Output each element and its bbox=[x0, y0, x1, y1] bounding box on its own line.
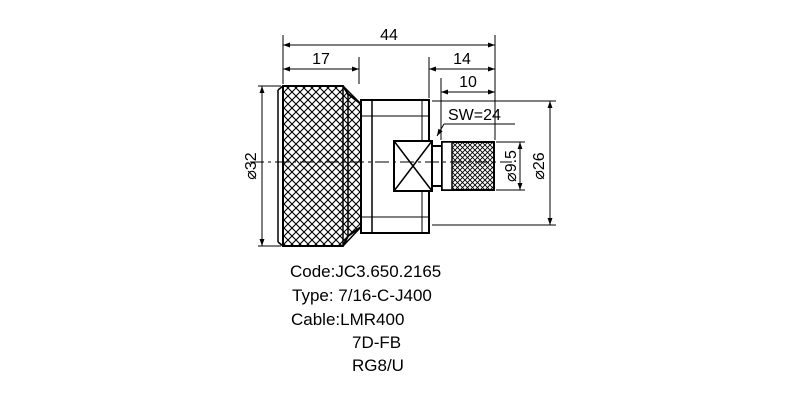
spec-cable-alt-1: 7D-FB bbox=[352, 333, 402, 352]
dim-knurl-length: 17 bbox=[312, 51, 330, 68]
spec-cable-alt-2: RG8/U bbox=[352, 356, 404, 375]
coupling-nut bbox=[277, 85, 362, 247]
dim-pin-diameter: ⌀9.5 bbox=[503, 150, 520, 182]
dim-knurl-diameter: ⌀32 bbox=[243, 152, 260, 180]
spec-code: Code:JC3.650.2165 bbox=[290, 262, 442, 281]
hex-body bbox=[360, 99, 443, 234]
dim-ferrule-length: 10 bbox=[459, 74, 477, 91]
cable-ferrule bbox=[441, 141, 495, 191]
dim-wrench-size: SW=24 bbox=[448, 107, 501, 124]
dim-overall-length: 44 bbox=[380, 27, 398, 44]
spec-type: Type: 7/16-C-J400 bbox=[292, 286, 432, 305]
dimension-lines bbox=[259, 42, 553, 246]
dim-body-diameter: ⌀26 bbox=[531, 152, 548, 180]
dim-rear-length: 14 bbox=[453, 51, 471, 68]
spec-cable: Cable:LMR400 bbox=[291, 310, 405, 329]
